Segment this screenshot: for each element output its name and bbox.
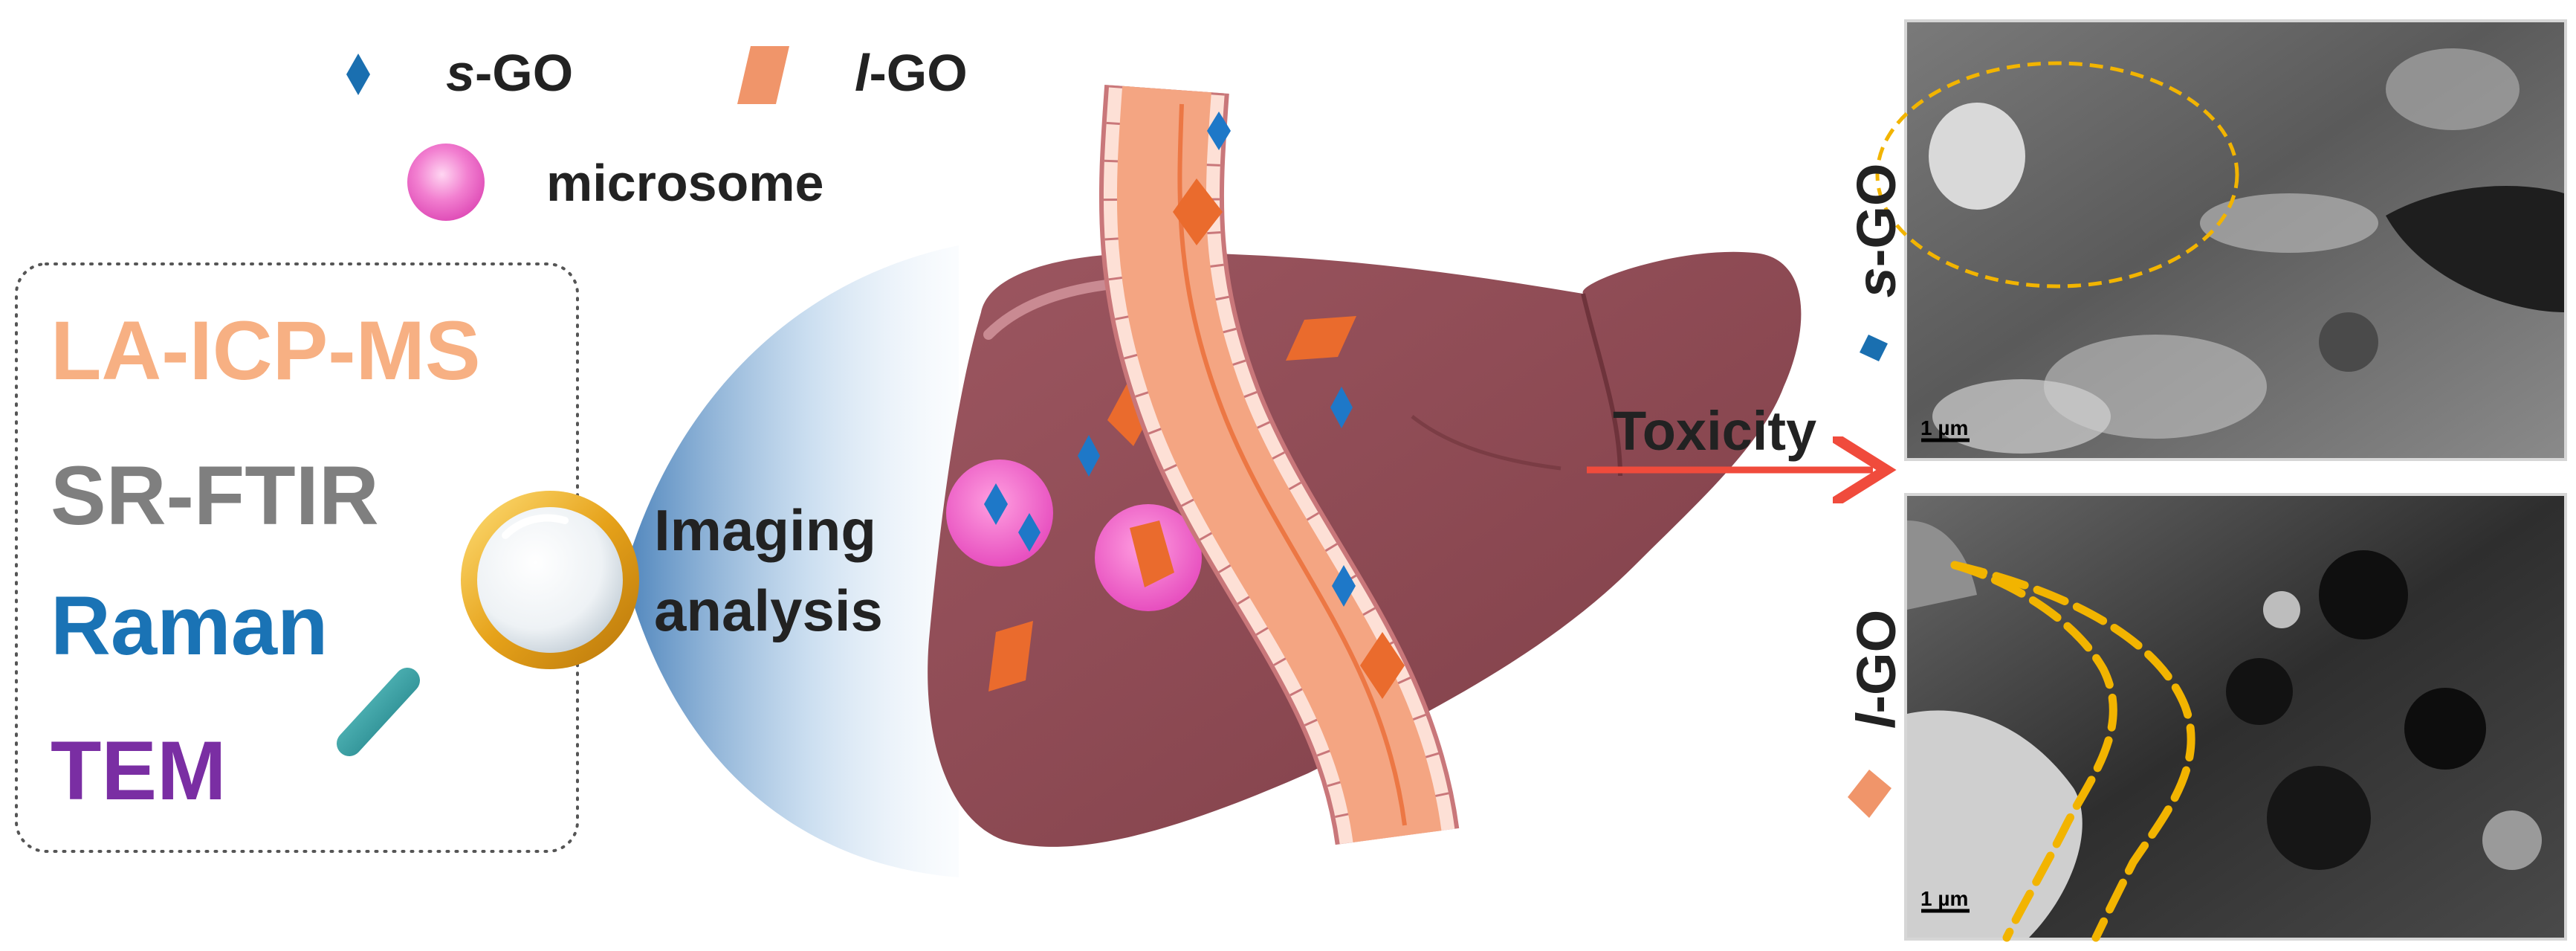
imaging-label-line1: Imaging	[654, 497, 876, 563]
imaging-label-line2: analysis	[654, 578, 883, 643]
toxicity-label: Toxicity	[1613, 400, 1816, 462]
magnifier-icon	[337, 491, 639, 756]
s-go-particle	[984, 483, 1008, 525]
technique-sr-ftir: SR-FTIR	[51, 449, 379, 542]
s-go-outline	[1875, 61, 2239, 288]
microsome-legend-marker	[407, 144, 485, 221]
technique-la-icp-ms: LA-ICP-MS	[51, 304, 481, 397]
s-go-legend-marker	[346, 54, 370, 95]
legend: s-GO l-GO microsome	[346, 44, 968, 221]
l-go-legend-label: l-GO	[855, 44, 968, 102]
l-go-marker	[1848, 770, 1891, 818]
blood-vessel	[1098, 85, 1460, 846]
tem-scale-label: 1 µm	[1920, 887, 1968, 910]
l-go-particle	[1360, 632, 1405, 699]
techniques-box: LA-ICP-MS SR-FTIR Raman TEM	[15, 262, 579, 853]
toxicity-arrow: Toxicity	[1587, 400, 1873, 470]
s-go-particle	[1332, 565, 1356, 607]
s-go-particle	[1018, 513, 1041, 552]
microsome-legend-label: microsome	[546, 154, 823, 212]
tem-panel-l-go-label: l-GO	[1845, 610, 1907, 729]
s-go-legend-label: s-GO	[446, 44, 573, 102]
s-go-particle	[1207, 112, 1231, 150]
s-go-marker	[1860, 335, 1888, 361]
imaging-beam	[624, 245, 959, 877]
tem-panel-l-go: 1 µm	[1904, 493, 2567, 942]
l-go-particle	[1130, 520, 1174, 587]
technique-tem: TEM	[51, 724, 226, 817]
s-go-particle	[1330, 387, 1353, 428]
tem-panel-s-go: 1 µm	[1875, 19, 2567, 461]
tem-scale-label: 1 µm	[1920, 416, 1968, 439]
l-go-particle	[988, 621, 1033, 692]
technique-raman: Raman	[51, 579, 328, 672]
l-go-outline	[1950, 561, 2117, 942]
s-go-particle	[1078, 435, 1100, 477]
l-go-outline	[1950, 561, 2195, 942]
l-go-legend-marker	[737, 46, 789, 104]
l-go-particle	[1173, 178, 1223, 245]
l-go-particle	[1286, 316, 1356, 361]
tem-panel-s-go-label: s-GO	[1845, 164, 1907, 298]
